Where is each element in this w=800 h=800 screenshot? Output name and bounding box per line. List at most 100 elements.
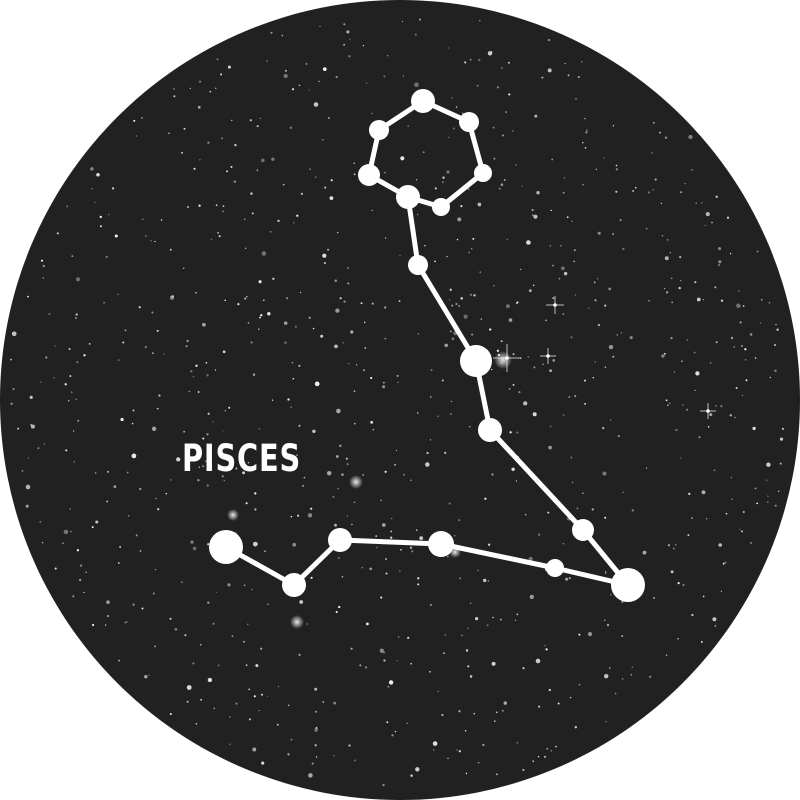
background-star <box>444 343 448 348</box>
background-star <box>615 164 618 167</box>
background-star <box>402 75 404 77</box>
background-star <box>658 131 662 134</box>
background-star <box>528 556 533 561</box>
background-star <box>75 317 77 319</box>
background-star <box>456 749 458 751</box>
background-star <box>418 18 422 21</box>
constellation-line <box>438 170 486 210</box>
background-star <box>674 544 677 546</box>
background-star <box>235 467 238 470</box>
background-star <box>382 651 386 654</box>
background-star <box>314 710 317 713</box>
background-star <box>549 369 552 373</box>
background-star <box>91 187 93 190</box>
background-star <box>104 624 107 626</box>
background-star <box>500 183 504 186</box>
background-star <box>422 151 425 154</box>
background-star <box>576 507 579 510</box>
background-star <box>138 306 141 309</box>
background-star <box>407 125 410 127</box>
background-star <box>489 328 492 331</box>
background-star <box>75 313 78 316</box>
background-star <box>229 743 231 745</box>
background-star <box>186 685 192 690</box>
background-star <box>552 359 556 362</box>
background-star <box>154 240 156 243</box>
background-star <box>332 495 335 498</box>
background-star <box>491 661 496 666</box>
background-star <box>198 466 201 468</box>
background-star <box>532 760 535 763</box>
constellation-line <box>487 427 586 533</box>
background-star <box>376 546 378 549</box>
background-star <box>550 209 552 212</box>
background-star <box>569 696 572 699</box>
background-star <box>615 168 618 171</box>
background-star <box>310 507 313 510</box>
background-star <box>382 385 386 389</box>
background-star <box>322 253 327 258</box>
background-star <box>774 369 777 372</box>
background-star <box>163 353 165 355</box>
background-star <box>463 314 468 319</box>
constellation-star <box>328 528 352 552</box>
background-star <box>434 260 436 263</box>
background-star <box>449 330 452 333</box>
background-star <box>594 299 597 302</box>
background-star <box>507 61 510 64</box>
background-star <box>615 190 618 193</box>
background-star <box>779 437 784 441</box>
background-star <box>264 550 266 553</box>
background-star <box>702 595 705 598</box>
background-star <box>283 73 288 79</box>
background-star <box>506 238 508 240</box>
background-star <box>370 376 373 380</box>
background-star <box>595 168 597 170</box>
background-star <box>582 141 584 144</box>
constellation-star <box>459 112 479 132</box>
background-star <box>318 80 320 83</box>
background-star <box>754 487 757 490</box>
background-star <box>760 298 763 301</box>
background-star <box>261 693 263 696</box>
background-star <box>736 303 741 309</box>
background-star <box>335 308 340 313</box>
background-star <box>195 291 197 294</box>
background-star <box>414 33 417 36</box>
background-star <box>371 302 374 305</box>
background-star <box>649 675 652 678</box>
background-star <box>151 311 154 314</box>
background-star <box>315 726 318 729</box>
background-star <box>711 221 713 224</box>
background-star <box>715 195 718 198</box>
background-star <box>508 93 511 96</box>
background-star <box>477 569 479 572</box>
background-star <box>27 457 30 459</box>
background-star <box>419 536 424 540</box>
background-star <box>308 773 313 778</box>
background-star <box>133 119 136 122</box>
background-star <box>312 327 315 330</box>
background-star <box>700 640 703 643</box>
background-star <box>766 462 771 467</box>
background-star <box>670 337 673 340</box>
background-star <box>346 30 350 34</box>
background-star <box>305 63 308 65</box>
background-star <box>704 224 706 227</box>
background-star <box>561 266 565 271</box>
background-star <box>355 364 358 366</box>
background-star <box>717 263 721 267</box>
background-star <box>341 473 344 476</box>
background-star <box>570 456 573 459</box>
background-star <box>521 185 523 188</box>
background-star <box>40 381 42 383</box>
background-star <box>190 370 193 373</box>
glowing-star <box>494 351 512 369</box>
background-star <box>359 664 362 667</box>
background-star <box>537 756 540 758</box>
background-star <box>729 253 732 255</box>
background-star <box>245 247 247 249</box>
background-star <box>283 321 288 325</box>
background-star <box>388 680 394 685</box>
sparkle-star <box>546 296 564 314</box>
